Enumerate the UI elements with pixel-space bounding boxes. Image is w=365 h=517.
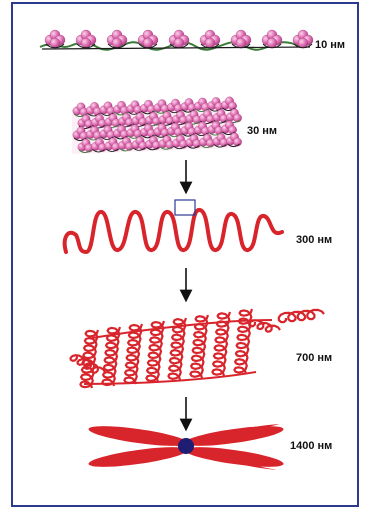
zoom-box xyxy=(175,200,195,215)
nucleosome xyxy=(169,30,189,48)
level-label-30nm: 30 нм xyxy=(247,125,277,137)
nucleosome xyxy=(200,30,220,48)
level-label-10nm: 10 нм xyxy=(315,39,345,51)
chromatid-body-d xyxy=(184,443,285,471)
nucleosome xyxy=(138,30,158,48)
centromere xyxy=(178,438,194,454)
level-label-300nm: 300 нм xyxy=(296,234,332,246)
level-label-1400nm: 1400 нм xyxy=(290,440,332,452)
level-label-700nm: 700 нм xyxy=(296,352,332,364)
nucleosome xyxy=(73,103,88,117)
chromatin-coil xyxy=(234,309,252,374)
nucleosome xyxy=(262,30,282,48)
nucleosome xyxy=(100,102,115,116)
level-700nm-condensed xyxy=(71,309,325,388)
nucleosome xyxy=(181,98,196,112)
chromatid-body-a xyxy=(88,422,189,450)
nucleosome xyxy=(231,30,251,48)
nucleosome xyxy=(208,97,223,111)
nucleosome xyxy=(45,30,65,48)
nucleosome xyxy=(194,98,209,112)
chromatid-body-b xyxy=(184,422,285,450)
nucleosome xyxy=(107,30,127,48)
nucleosome xyxy=(140,100,155,114)
level-10nm-fiber xyxy=(40,30,313,50)
chromatid-body-c xyxy=(88,443,189,471)
nucleosome xyxy=(167,99,182,113)
chromatin-coil xyxy=(249,320,280,331)
nucleosome xyxy=(86,102,101,116)
chromatin-coil xyxy=(279,310,324,322)
level-30nm-fiber xyxy=(72,97,242,154)
nucleosome xyxy=(76,30,96,48)
nucleosome xyxy=(293,30,313,48)
nucleosome xyxy=(113,101,128,115)
level-300nm-loops xyxy=(65,200,282,252)
nucleosome xyxy=(221,97,236,111)
nucleosome xyxy=(127,101,142,115)
level-1400nm-chromosome xyxy=(88,422,285,471)
nucleosome xyxy=(154,100,169,114)
